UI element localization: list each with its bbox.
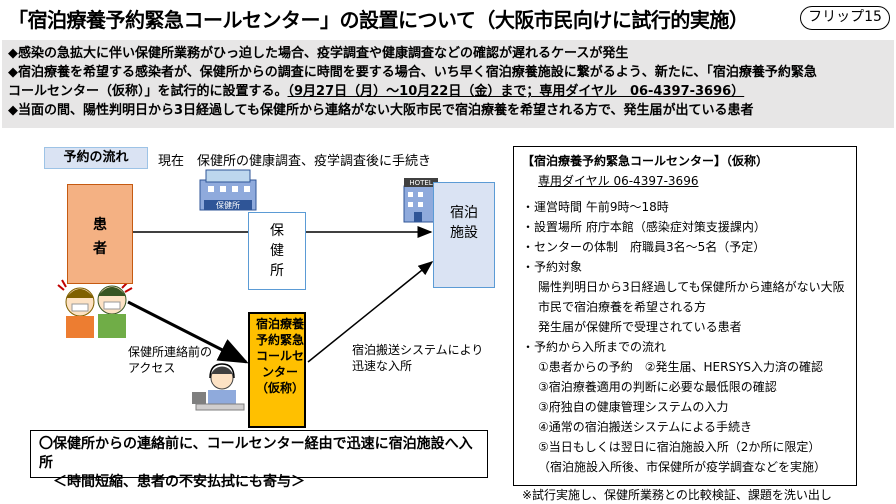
panel-step-5: ⑤当日もしくは翌日に宿泊施設入所（2か所に限定）: [538, 440, 821, 454]
patient-label: 患 者: [93, 217, 107, 257]
call-center-label: 宿泊療養予約緊急コールセンター（仮称）: [255, 317, 304, 395]
health-center-box: 保 健 所: [248, 212, 306, 290]
note-line-2: ◆宿泊療養を希望する感染者が、保健所からの調査に時間を要する場合、いち早く宿泊療…: [8, 65, 817, 80]
health-center-label: 保 健 所: [270, 223, 284, 279]
panel-staff: ・センターの体制 府職員3名～5名（予定）: [522, 240, 766, 254]
conclusion-box: 〇保健所からの連絡前に、コールセンター経由で迅速に宿泊施設へ入所 ＜時間短縮、患…: [30, 430, 488, 490]
panel-step-2: ③宿泊療養適用の判断に必要な最低限の確認: [538, 380, 777, 394]
note-line-3-period: （9月27日（月）～10月22日（金）まで；専用ダイヤル 06‐4397‐369…: [287, 84, 745, 99]
health-center-sign: 保健所: [216, 200, 240, 210]
page-title: 「宿泊療養予約緊急コールセンター」の設置について（大阪市民向けに試行的実施）: [8, 8, 749, 32]
title-bar: 「宿泊療養予約緊急コールセンター」の設置について（大阪市民向けに試行的実施） フ…: [0, 0, 896, 38]
flow-current-text: 現在 保健所の健康調査、疫学調査後に手続き: [158, 154, 432, 169]
panel-hours: ・運営時間 午前9時～18時: [522, 200, 669, 214]
note-line-4: ◆当面の間、陽性判明日から3日経過しても保健所から連絡がない大阪市民で宿泊療養を…: [8, 103, 754, 118]
hotel-building-icon: HOTEL: [403, 178, 438, 223]
access-label: 保健所連絡前の アクセス: [128, 345, 213, 375]
panel-target-head: ・予約対象: [522, 260, 583, 274]
flip-badge: フリップ15: [800, 6, 890, 30]
conclusion-line-2: ＜時間短縮、患者の不安払拭にも寄与＞: [39, 474, 305, 490]
note-line-3: コールセンター（仮称）」を試行的に設置する。（9月27日（月）～10月22日（金…: [8, 82, 888, 101]
patient-box: 患 者: [67, 184, 133, 284]
flow-tag: 予約の流れ: [44, 147, 148, 169]
panel-target-1: 陽性判明日から3日経過しても保健所から連絡がない大阪: [538, 280, 845, 294]
patients-illustration-icon: [57, 279, 133, 338]
panel-step-4: ④通常の宿泊搬送システムによる手続き: [538, 420, 753, 434]
panel-target-2: 市民で宿泊療養を希望される方: [538, 300, 707, 314]
hotel-label: 宿泊 施設: [450, 205, 478, 241]
hotel-box: 宿泊 施設: [433, 182, 495, 288]
panel-title: 【宿泊療養予約緊急コールセンター】（仮称）: [522, 154, 769, 168]
info-panel: 【宿泊療養予約緊急コールセンター】（仮称） 専用ダイヤル 06‐4397‐369…: [513, 146, 857, 502]
panel-step-3: ③府独自の健康管理システムの入力: [538, 400, 729, 414]
panel-flow-head: ・予約から入所までの流れ: [522, 340, 667, 354]
operator-icon: [192, 363, 245, 411]
panel-location: ・設置場所 府庁本館（感染症対策支援課内）: [522, 220, 766, 234]
health-center-building-icon: 保健所: [199, 169, 257, 211]
note-line-1: ◆感染の急拡大に伴い保健所業務がひっ迫した場合、疫学調査や健康調査などの確認が遅…: [8, 46, 629, 61]
note-line-3-text: コールセンター（仮称）」を試行的に設置する。: [8, 84, 288, 99]
arrow-patient-to-cc: [127, 300, 249, 364]
panel-target-3: 発生届が保健所で受理されている患者: [538, 320, 742, 334]
hotel-sign: HOTEL: [409, 179, 432, 187]
call-center-box: 宿泊療養予約緊急コールセンター（仮称）: [248, 312, 306, 428]
panel-step-1: ①患者からの予約 ②発生届、HERSYS入力済の確認: [538, 360, 824, 374]
conclusion-line-1: 〇保健所からの連絡前に、コールセンター経由で迅速に宿泊施設へ入所: [39, 436, 473, 471]
panel-footnote: ※試行実施し、保健所業務との比較検証、課題を洗い出し: [522, 488, 832, 502]
arrow-cc-to-hotel: [307, 261, 434, 363]
summary-notes: ◆感染の急拡大に伴い保健所業務がひっ迫した場合、疫学調査や健康調査などの確認が遅…: [2, 40, 894, 128]
panel-step-5b: （宿泊施設入所後、市保健所が疫学調査などを実施）: [538, 460, 827, 474]
transport-label: 宿泊搬送システムにより 迅速な入所: [352, 343, 484, 373]
panel-dial: 専用ダイヤル 06‐4397‐3696: [538, 174, 699, 188]
